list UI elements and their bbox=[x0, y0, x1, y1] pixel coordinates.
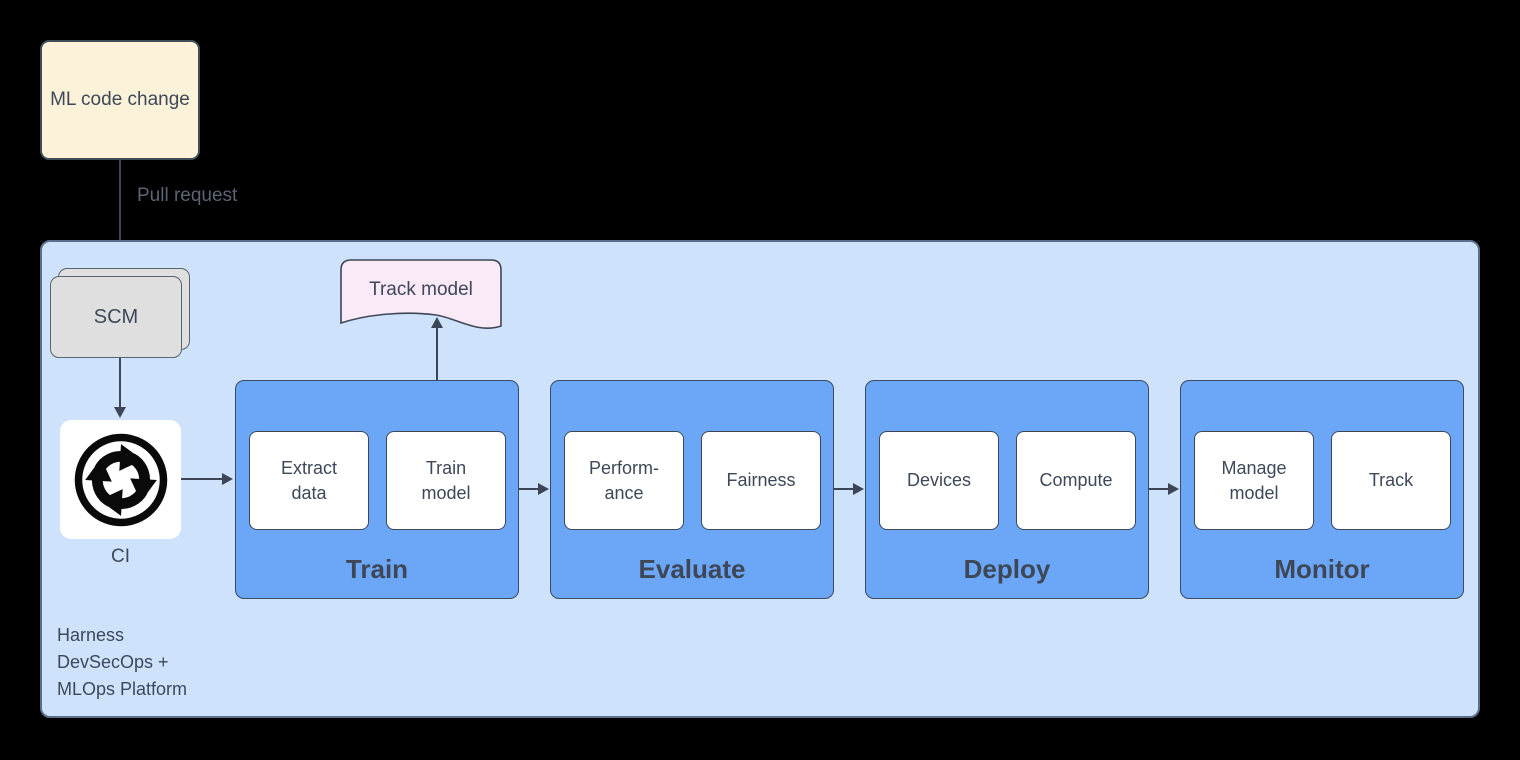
stage-card-label: Compute bbox=[1039, 470, 1113, 490]
scm-node: SCM bbox=[50, 276, 182, 358]
stage-title-evaluate: Evaluate bbox=[638, 554, 746, 584]
ci-node bbox=[60, 420, 181, 539]
arrow-train-to-track-model-line bbox=[436, 328, 438, 380]
stage-card-label: Track bbox=[1368, 470, 1414, 490]
arrow-train-to-evaluate-head bbox=[538, 483, 549, 495]
arrow-train-to-track-model-head bbox=[431, 317, 443, 328]
stage-evaluate: Perform-ance Fairness Evaluate bbox=[550, 380, 834, 599]
stage-card-label: Perform-ance bbox=[588, 457, 659, 503]
arrow-deploy-to-monitor-head bbox=[1168, 483, 1179, 495]
platform-label: Harness DevSecOps + MLOps Platform bbox=[57, 625, 188, 699]
stage-monitor: Manage model Track Monitor bbox=[1180, 380, 1464, 599]
ci-label: CI bbox=[111, 546, 130, 567]
arrow-ci-to-train-line bbox=[181, 478, 223, 480]
arrow-deploy-to-monitor-line bbox=[1149, 488, 1169, 490]
track-model-label: Track model bbox=[369, 279, 473, 300]
stage-card: Train model bbox=[386, 431, 506, 530]
stage-card-label: Manage model bbox=[1221, 457, 1287, 503]
arrow-train-to-evaluate-line bbox=[519, 488, 539, 490]
arrow-pull-request-line bbox=[119, 160, 121, 258]
stage-card: Manage model bbox=[1194, 431, 1314, 530]
stage-title-deploy: Deploy bbox=[963, 554, 1051, 584]
stage-deploy: Devices Compute Deploy bbox=[865, 380, 1149, 599]
stage-card: Devices bbox=[879, 431, 999, 530]
ci-sync-arrows-icon bbox=[74, 433, 167, 526]
stage-title-train: Train bbox=[345, 554, 409, 584]
stage-card-label: Train model bbox=[421, 457, 471, 503]
arrow-scm-to-ci-line bbox=[119, 358, 121, 408]
pull-request-label: Pull request bbox=[137, 185, 238, 206]
arrow-scm-to-ci-head bbox=[114, 407, 126, 418]
stage-title-monitor: Monitor bbox=[1274, 554, 1370, 584]
arrow-evaluate-to-deploy-line bbox=[834, 488, 854, 490]
stage-card-label: Fairness bbox=[726, 470, 796, 490]
stage-train: Extract data Train model Train bbox=[235, 380, 519, 599]
stage-card: Perform-ance bbox=[564, 431, 684, 530]
ml-code-change-node: ML code change bbox=[40, 40, 200, 160]
stage-card: Fairness bbox=[701, 431, 821, 530]
stage-card: Compute bbox=[1016, 431, 1136, 530]
track-model-document bbox=[340, 259, 502, 329]
stage-card-label: Extract data bbox=[280, 457, 337, 503]
stage-card: Track bbox=[1331, 431, 1451, 530]
arrow-evaluate-to-deploy-head bbox=[853, 483, 864, 495]
arrow-ci-to-train-head bbox=[222, 473, 233, 485]
ml-code-change-label: ML code change bbox=[50, 89, 190, 110]
stage-card: Extract data bbox=[249, 431, 369, 530]
scm-label: SCM bbox=[93, 305, 139, 328]
stage-card-label: Devices bbox=[906, 470, 972, 490]
